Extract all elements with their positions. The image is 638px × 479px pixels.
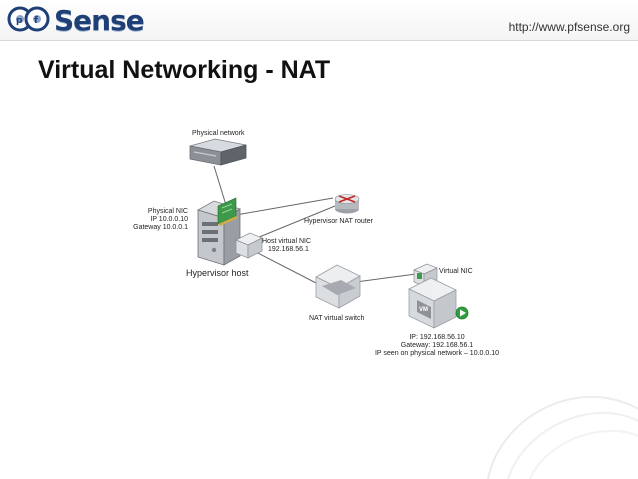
pfsense-logo: p f Sense xyxy=(7,3,145,37)
link-host-to-switch xyxy=(251,249,319,285)
site-url[interactable]: http://www.pfsense.org xyxy=(508,20,630,34)
vm-label: VM xyxy=(419,307,428,313)
logo-text: Sense xyxy=(54,3,145,37)
host-virtual-nic-title: Host virtual NIC xyxy=(262,238,312,245)
nat-virtual-switch-label: NAT virtual switch xyxy=(309,315,365,322)
link-switch-to-vnic xyxy=(355,273,417,283)
host-virtual-nic-ip: 192.168.56.1 xyxy=(268,246,309,254)
physical-nic-title: Physical NIC xyxy=(147,208,188,215)
physical-network-switch-icon xyxy=(189,138,247,166)
physical-nic-card-icon xyxy=(217,197,238,226)
svg-text:p: p xyxy=(16,16,23,26)
physical-network-label: Physical network xyxy=(192,130,245,137)
vm-ip: IP: 192.168.56.10 xyxy=(409,334,465,341)
host-virtual-nic-icon xyxy=(235,232,263,259)
header-bar: p f Sense http://www.pfsense.org xyxy=(0,0,638,41)
slide-title: Virtual Networking - NAT xyxy=(38,56,331,84)
link-host-to-router-1 xyxy=(235,197,334,216)
link-host-to-router-2 xyxy=(251,205,336,241)
vm-gateway: Gateway: 192.168.56.1 xyxy=(400,342,474,350)
physical-nic-ip: IP 10.0.0.10 xyxy=(150,216,188,224)
connection-lines xyxy=(213,165,417,285)
link-physical-to-host xyxy=(213,165,227,206)
pfsense-logo-icon: p f xyxy=(7,6,50,32)
decorative-curve-icon xyxy=(487,395,638,479)
nat-virtual-switch-icon xyxy=(315,264,361,309)
vm-network-info: IP: 192.168.56.10 Gateway: 192.168.56.1 … xyxy=(352,334,522,358)
vm-box-icon: VM xyxy=(408,277,457,329)
vm-seen-ip: IP seen on physical network – 10.0.0.10 xyxy=(374,350,499,358)
virtual-nic-label: Virtual NIC xyxy=(439,268,473,275)
hypervisor-host-server-icon xyxy=(196,200,242,266)
vm-power-icon[interactable] xyxy=(455,306,469,320)
physical-nic-gateway: Gateway 10.0.0.1 xyxy=(133,224,188,232)
nat-router-label: Hypervisor NAT router xyxy=(304,218,373,225)
physical-nic-info: Physical NIC IP 10.0.0.10 Gateway 10.0.0… xyxy=(128,208,188,232)
host-virtual-nic-info: Host virtual NIC 192.168.56.1 xyxy=(262,238,311,254)
hypervisor-host-label: Hypervisor host xyxy=(186,268,249,278)
nat-router-icon xyxy=(334,194,360,214)
svg-text:f: f xyxy=(34,16,38,26)
